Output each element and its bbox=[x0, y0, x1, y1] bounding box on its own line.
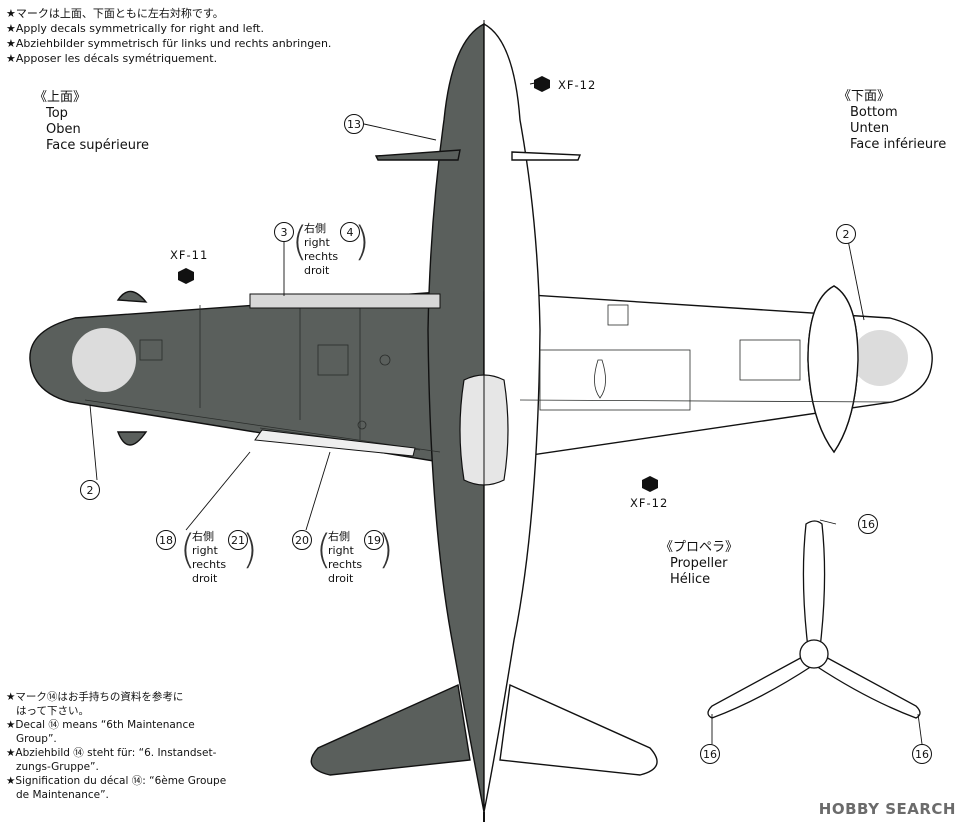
note14-fr1: ★Signification du décal ⑭: “6ème Groupe bbox=[6, 775, 227, 787]
callout-2-bottom: 2 bbox=[836, 224, 856, 244]
callout-13: 13 bbox=[344, 114, 364, 134]
callout-3: 3 bbox=[274, 222, 294, 242]
propeller-label-fr: Hélice bbox=[670, 572, 711, 587]
leader-lines bbox=[89, 81, 923, 745]
propeller-label: 《プロペラ》 Propeller Hélice bbox=[660, 540, 738, 588]
symmetry-notes: ★マークは上面、下面ともに左右対称です。 ★Apply decals symme… bbox=[6, 6, 331, 66]
note-fr: ★Apposer les décals symétriquement. bbox=[6, 52, 218, 65]
right-side-label-3-4: 右側 right rechts droit bbox=[304, 222, 339, 277]
xf11-label: XF-11 bbox=[170, 248, 209, 262]
right-side-label-20-19: 右側 right rechts droit bbox=[328, 530, 363, 585]
callout-19: 19 bbox=[364, 530, 384, 550]
note-en: ★Apply decals symmetrically for right an… bbox=[6, 22, 264, 35]
note14-en1: ★Decal ⑭ means “6th Maintenance bbox=[6, 719, 195, 731]
paren-right-20-19: ) bbox=[378, 527, 394, 573]
xf11-marker-icon bbox=[178, 268, 194, 284]
bottom-panel-lines bbox=[519, 304, 891, 411]
paren-right-18-21: ) bbox=[242, 527, 258, 573]
bottom-label-fr: Face inférieure bbox=[850, 137, 947, 152]
hinomaru-bottom bbox=[852, 330, 908, 386]
right-side-label-18-21: 右側 right rechts droit bbox=[192, 530, 227, 585]
xf12-top-marker-icon bbox=[534, 76, 550, 92]
top-label-en: Top bbox=[46, 106, 68, 121]
top-surface-half bbox=[29, 22, 485, 813]
top-flap-strip bbox=[249, 293, 441, 309]
top-label-de: Oben bbox=[46, 122, 81, 137]
paren-right-3-4: ) bbox=[354, 219, 370, 265]
note-ja: ★マークは上面、下面ともに左右対称です。 bbox=[6, 7, 224, 20]
xf12-bottom-label: XF-12 bbox=[630, 496, 669, 510]
drop-tank bbox=[807, 285, 859, 454]
note14-de2: zungs-Gruppe”. bbox=[16, 761, 99, 773]
xf12-top-label: XF-12 bbox=[558, 78, 597, 92]
callout-18: 18 bbox=[156, 530, 176, 550]
callout-21: 21 bbox=[228, 530, 248, 550]
callout-20: 20 bbox=[292, 530, 312, 550]
watermark: HOBBY SEARCH bbox=[818, 800, 956, 818]
bottom-label-en: Bottom bbox=[850, 105, 898, 120]
note14-de1: ★Abziehbild ⑭ steht für: “6. Instandset- bbox=[6, 747, 217, 759]
bottom-label-ja: 《下面》 bbox=[838, 89, 891, 104]
callout-4: 4 bbox=[340, 222, 360, 242]
note-de: ★Abziehbilder symmetrisch für links und … bbox=[6, 37, 332, 50]
top-view-label: 《上面》 Top Oben Face supérieure bbox=[34, 90, 149, 154]
decal-14-note: ★マーク⑭はお手持ちの資料を参考に はって下さい。 ★Decal ⑭ means… bbox=[6, 690, 226, 802]
callout-16-top: 16 bbox=[858, 514, 878, 534]
callout-16-left: 16 bbox=[700, 744, 720, 764]
callout-2-top: 2 bbox=[80, 480, 100, 500]
note14-ja1: ★マーク⑭はお手持ちの資料を参考に bbox=[6, 691, 184, 703]
xf12-bottom-marker-icon bbox=[642, 476, 658, 492]
hinomaru-top bbox=[72, 328, 136, 392]
paren-left-3-4: ( bbox=[292, 219, 308, 265]
paren-left-18-21: ( bbox=[180, 527, 196, 573]
paren-left-20-19: ( bbox=[316, 527, 332, 573]
propeller-drawing bbox=[707, 520, 921, 719]
note14-fr2: de Maintenance”. bbox=[16, 789, 109, 801]
top-label-ja: 《上面》 bbox=[34, 90, 87, 105]
note14-en2: Group”. bbox=[16, 733, 57, 745]
top-label-fr: Face supérieure bbox=[46, 138, 150, 153]
propeller-label-ja: 《プロペラ》 bbox=[660, 540, 739, 555]
note14-ja2: はって下さい。 bbox=[16, 705, 89, 717]
bottom-view-label: 《下面》 Bottom Unten Face inférieure bbox=[838, 89, 946, 153]
propeller-label-en: Propeller bbox=[670, 556, 728, 571]
callout-16-right: 16 bbox=[912, 744, 932, 764]
aileron-strip bbox=[254, 429, 416, 457]
bottom-label-de: Unten bbox=[850, 121, 890, 136]
